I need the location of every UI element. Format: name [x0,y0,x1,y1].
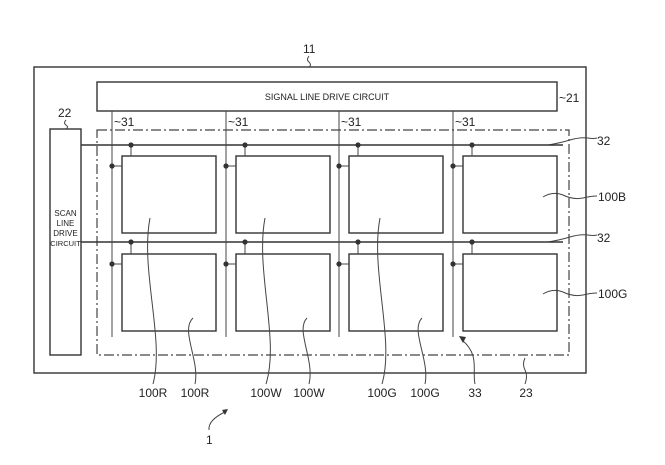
scan-line-ref-2: 32 [597,231,611,245]
scan-circuit-line-2: LINE [57,219,75,228]
signal-node-dot-icon [223,163,229,169]
gap-arrow-icon [459,336,466,343]
scan-line-leader-2 [547,234,598,243]
scan-line-ref-1: 32 [597,134,611,148]
pixel-r2-c2 [235,253,331,332]
gap-region-ref: 33 [468,386,482,400]
pixel-100g-right-leader [542,289,598,297]
pixel-leader-4 [302,317,311,385]
scan-node-dot-icon [355,239,361,245]
pixel-100b-leader [542,192,598,200]
device-arrow-icon [222,409,228,415]
pixel-r1-c1 [121,155,217,234]
panel-label: 11 [303,42,316,56]
signal-line-ref-4: ~31 [455,115,476,129]
pixel-100g-right-ref: 100G [598,287,627,301]
pixel-100w-ref-1: 100W [250,386,282,400]
pixel-100g-ref-2: 100G [410,386,439,400]
pixel-leader-3 [262,217,271,385]
signal-node-dot-icon [336,261,342,267]
scan-circuit-line-1: SCAN [54,209,76,218]
signal-node-dot-icon [450,261,456,267]
scan-node-dot-icon [242,142,248,148]
panel-leader [307,55,311,68]
signal-line-ref-1: ~31 [114,115,135,129]
signal-node-dot-icon [109,163,115,169]
scan-circuit-ref: 22 [58,106,72,120]
signal-line-ref-3: ~31 [341,115,362,129]
pixel-r2-c4 [462,253,558,332]
scan-line-leader-1 [547,137,598,146]
pixel-100g-ref-1: 100G [367,386,396,400]
display-panel-outline [33,66,587,374]
pixel-r2-c1 [121,253,217,332]
pixel-r1-c2 [235,155,331,234]
pixel-leader-5 [377,217,387,385]
scan-node-dot-icon [128,239,134,245]
pixel-leader-1 [147,217,157,385]
signal-line-drive-circuit-label: SIGNAL LINE DRIVE CIRCUIT [265,92,390,102]
scan-circuit-line-4: CIRCUIT [50,239,81,248]
device-leader [208,411,226,431]
pixel-100r-ref-1: 100R [139,386,168,400]
pixel-r1-c4 [462,155,558,234]
signal-line-drive-circuit [96,81,558,112]
bottom-leaders [147,217,527,385]
scan-node-dot-icon [469,142,475,148]
pixel-r1-c3 [348,155,444,234]
signal-line-ref-2: ~31 [228,115,249,129]
pixel-100r-ref-2: 100R [181,386,210,400]
scan-circuit-line-3: DRIVE [53,229,77,238]
signal-line-drive-circuit-ref: ~21 [559,91,580,105]
pixel-leader-6 [417,317,427,385]
pixel-100b-ref: 100B [598,190,626,204]
gap-leader [461,339,476,385]
signal-node-dot-icon [109,261,115,267]
device-ref: 1 [206,433,213,447]
scan-circuit-leader [64,119,68,130]
pixel-grid [81,111,563,337]
scan-node-dot-icon [469,239,475,245]
display-region-leader [523,357,527,385]
signal-node-dot-icon [450,163,456,169]
pixel-100w-ref-2: 100W [293,386,325,400]
signal-node-dot-icon [223,261,229,267]
scan-node-dot-icon [242,239,248,245]
scan-node-dot-icon [355,142,361,148]
pixel-r2-c3 [348,253,444,332]
scan-node-dot-icon [128,142,134,148]
display-region-ref: 23 [519,386,533,400]
pixel-leader-2 [188,317,197,385]
signal-node-dot-icon [336,163,342,169]
